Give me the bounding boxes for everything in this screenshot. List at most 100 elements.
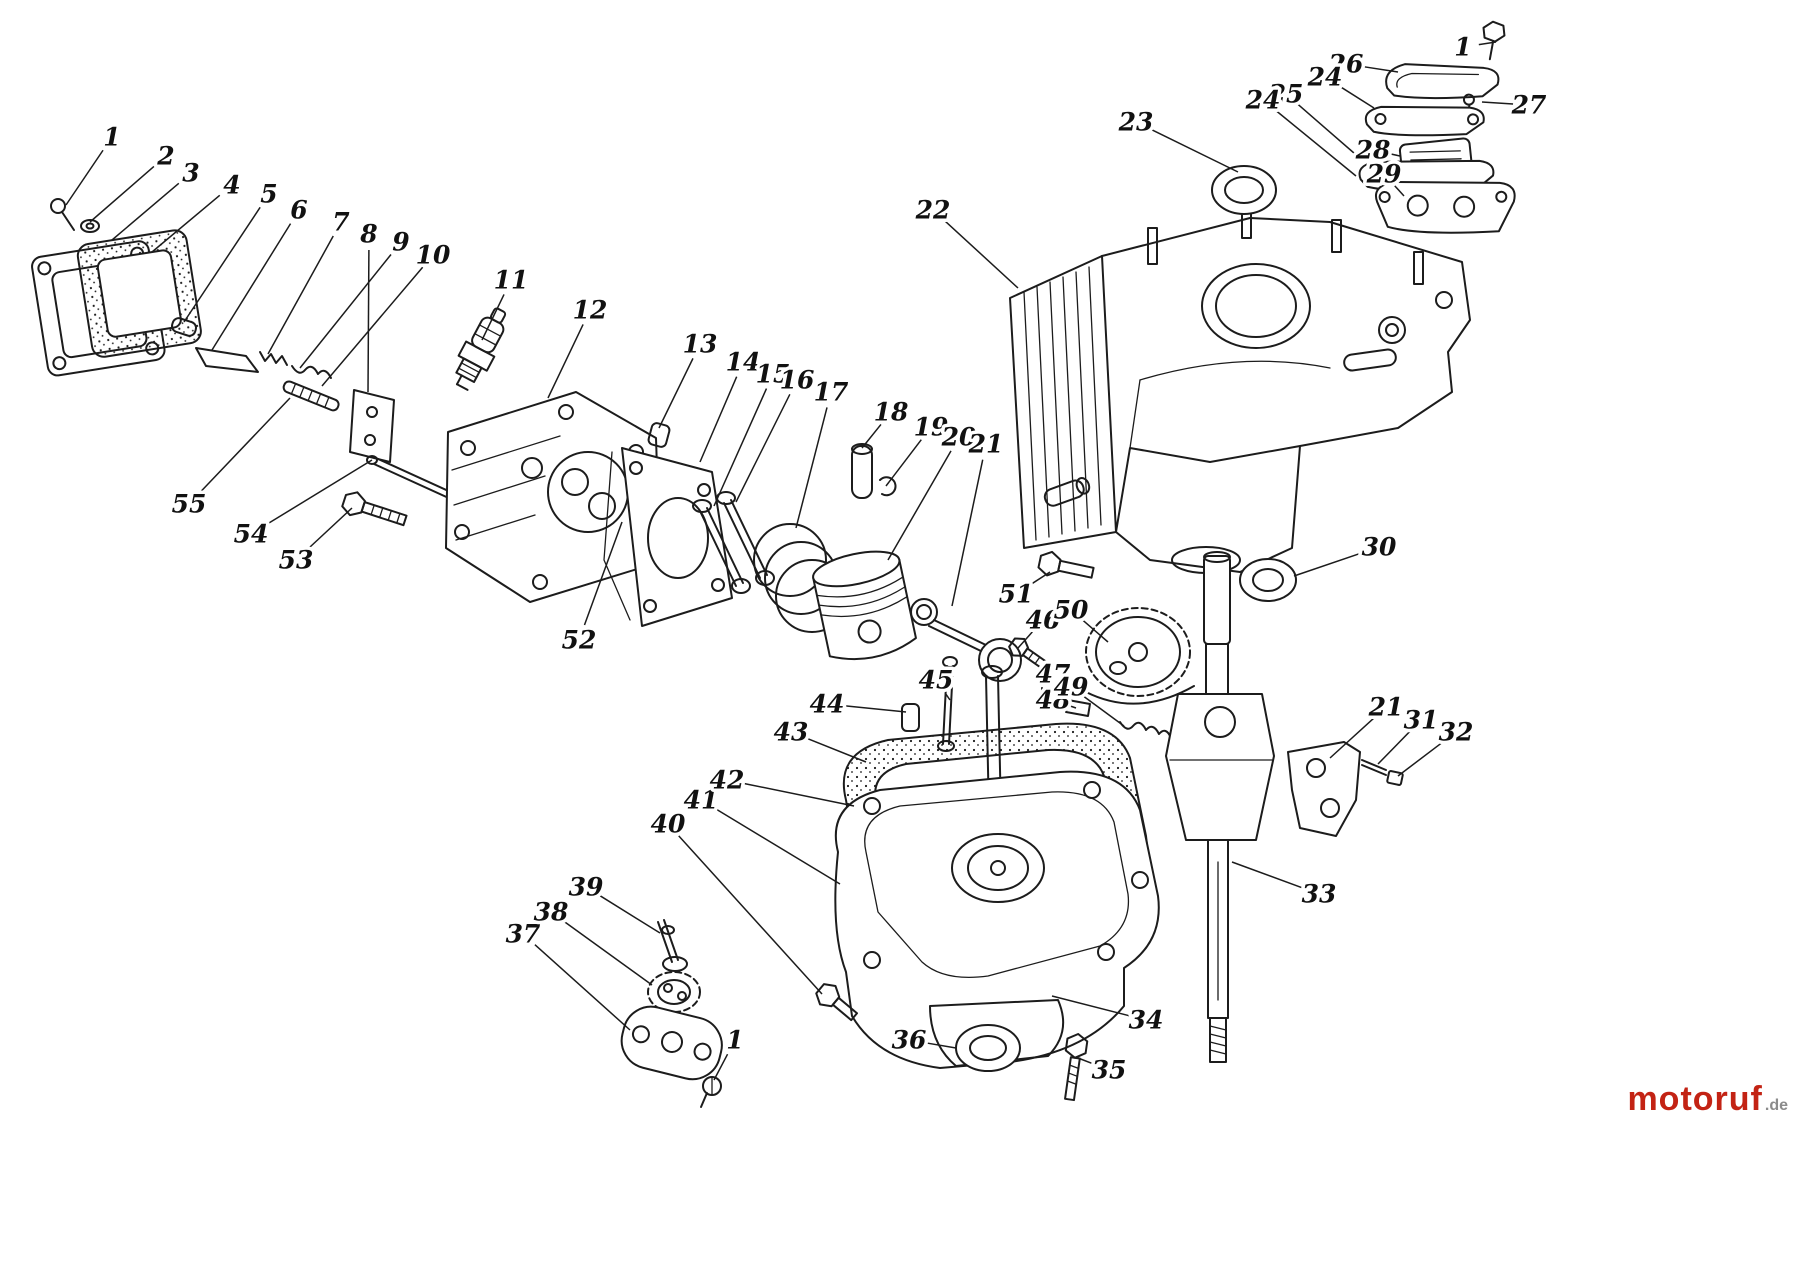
part-number-1: 1 — [1454, 33, 1471, 62]
part-number-35: 35 — [1092, 1056, 1127, 1085]
piston — [812, 550, 917, 661]
part-number-24: 24 — [1307, 63, 1343, 92]
part-number-4: 4 — [223, 171, 240, 200]
leader-line-46 — [1017, 631, 1033, 649]
leader-line-8 — [367, 249, 370, 393]
part-number-42: 42 — [710, 766, 745, 795]
part-number-33: 33 — [1302, 880, 1337, 909]
leader-line-16 — [735, 393, 791, 503]
leader-line-35 — [1077, 1057, 1095, 1065]
part-number-13: 13 — [683, 330, 718, 359]
leader-line-29 — [1394, 185, 1405, 197]
leader-line-15 — [713, 388, 768, 507]
part-number-32: 32 — [1439, 718, 1474, 747]
leader-line-43 — [805, 737, 867, 763]
leader-line-3 — [111, 182, 180, 241]
leader-line-36 — [924, 1041, 957, 1049]
part-number-49: 49 — [1054, 673, 1089, 702]
sump-bolt — [1037, 550, 1095, 579]
part-number-52: 52 — [562, 626, 597, 655]
part-number-7: 7 — [332, 208, 350, 237]
leader-line-30 — [1293, 551, 1365, 577]
part-number-50: 50 — [1054, 596, 1089, 625]
part-number-14: 14 — [726, 348, 761, 377]
leader-line-40 — [678, 835, 823, 995]
leader-line-5 — [183, 206, 261, 323]
part-number-21: 21 — [968, 430, 1004, 459]
part-number-24: 24 — [1245, 86, 1281, 115]
leader-line-22 — [944, 220, 1019, 289]
leader-line-39 — [599, 894, 661, 934]
valve-lifter-bracket — [349, 389, 395, 463]
part-number-37: 37 — [506, 920, 541, 949]
leader-line-13 — [658, 358, 694, 429]
leader-line-1 — [65, 149, 104, 206]
part-number-47: 47 — [1036, 660, 1071, 689]
part-number-46: 46 — [1026, 606, 1061, 635]
leader-line-45 — [944, 692, 951, 701]
leader-line-9 — [299, 254, 392, 369]
part-number-36: 36 — [892, 1026, 927, 1055]
leader-line-19 — [885, 439, 922, 487]
watermark: motoruf .de — [1627, 1080, 1788, 1119]
part-number-21: 21 — [1368, 693, 1404, 722]
part-number-38: 38 — [534, 898, 569, 927]
leader-line-42 — [742, 782, 855, 807]
leader-line-47 — [1056, 689, 1059, 695]
spacer-bushing — [647, 422, 671, 448]
part-number-20: 20 — [941, 423, 977, 452]
part-number-34: 34 — [1129, 1006, 1164, 1035]
part-number-39: 39 — [569, 873, 604, 902]
part-number-6: 6 — [290, 196, 307, 225]
leader-line-6 — [211, 223, 292, 351]
leader-line-48 — [1067, 704, 1077, 709]
leader-line-24 — [1274, 109, 1357, 177]
part-number-41: 41 — [684, 786, 719, 815]
oil-seal-top — [1239, 558, 1297, 602]
leader-line-21 — [1329, 717, 1375, 759]
leader-line-21 — [951, 459, 984, 607]
leader-line-11 — [481, 294, 505, 341]
leader-line-33 — [1231, 861, 1305, 890]
part-number-1: 1 — [103, 123, 120, 152]
part-number-25: 25 — [1268, 80, 1304, 109]
leader-line-52 — [583, 521, 623, 626]
drain-bolt — [815, 983, 859, 1022]
cylinder-block — [1009, 205, 1471, 574]
leader-line-18 — [861, 423, 882, 449]
part-number-11: 11 — [494, 266, 529, 295]
leader-line-4 — [151, 194, 221, 253]
leader-line-38 — [563, 920, 653, 986]
part-number-27: 27 — [1511, 91, 1547, 120]
part-number-45: 45 — [919, 666, 954, 695]
leader-line-54 — [264, 459, 373, 527]
leader-line-41 — [714, 807, 841, 885]
crankshaft — [1165, 551, 1275, 1063]
breather-valve-parts — [170, 317, 332, 379]
part-number-1: 1 — [726, 1026, 743, 1055]
part-number-5: 5 — [260, 180, 277, 209]
governor-assembly — [620, 919, 723, 1108]
leader-line-28 — [1388, 152, 1401, 157]
part-number-8: 8 — [359, 220, 377, 249]
part-number-44: 44 — [810, 690, 845, 719]
leader-line-10 — [321, 266, 424, 387]
governor-spring — [1119, 721, 1172, 739]
leader-line-1 — [1478, 41, 1497, 46]
leader-line-55 — [199, 397, 291, 493]
part-number-31: 31 — [1404, 706, 1439, 735]
crank-bearing — [1211, 165, 1277, 215]
leader-line-7 — [267, 235, 334, 355]
watermark-brand: motoruf — [1627, 1080, 1763, 1118]
leader-line-12 — [547, 324, 584, 399]
head-gasket — [603, 447, 733, 627]
watermark-tld: .de — [1764, 1097, 1788, 1114]
part-number-3: 3 — [182, 159, 199, 188]
leader-line-49 — [1083, 695, 1125, 727]
leader-line-23 — [1150, 128, 1239, 173]
part-number-15: 15 — [756, 360, 791, 389]
part-number-53: 53 — [279, 546, 314, 575]
oil-seal-bottom — [955, 1024, 1021, 1072]
cover-gasket — [76, 229, 202, 358]
